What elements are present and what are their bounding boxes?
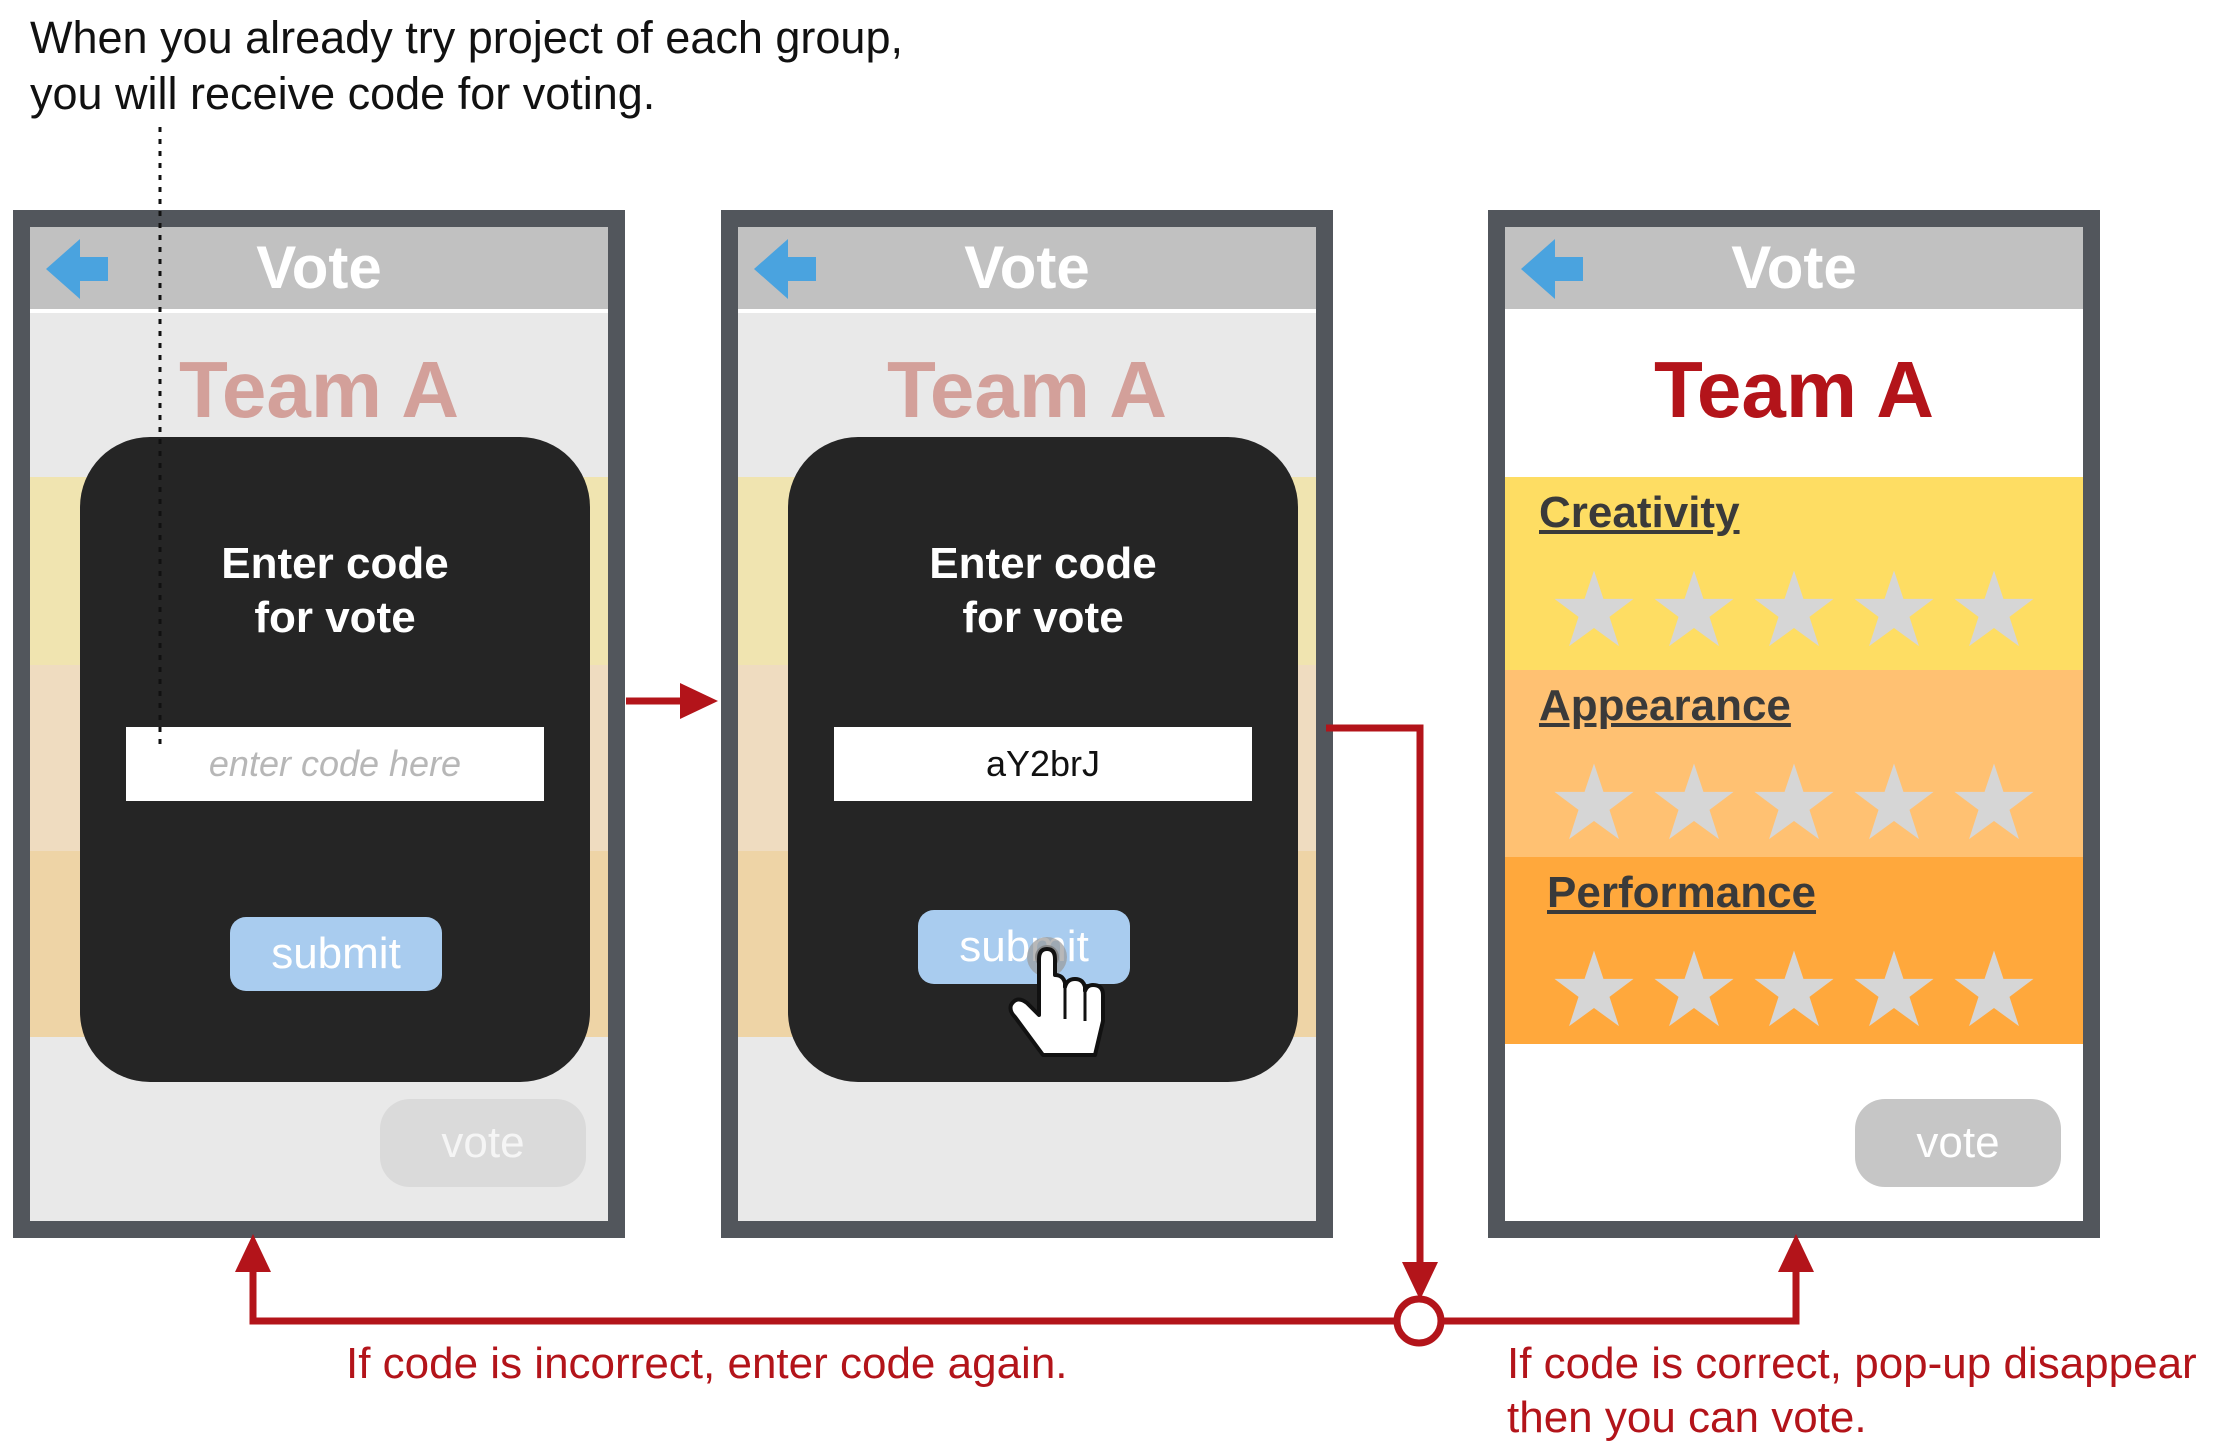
- star-icon[interactable]: [1851, 947, 1937, 1033]
- flow-arrow-correct: [1441, 1234, 1814, 1325]
- star-icon[interactable]: [1751, 760, 1837, 846]
- code-input[interactable]: [834, 727, 1252, 801]
- caption-correct: If code is correct, pop-up disappear the…: [1507, 1337, 2197, 1445]
- header-title: Vote: [964, 234, 1090, 301]
- star-rating-appearance[interactable]: [1551, 760, 2071, 850]
- star-icon[interactable]: [1851, 567, 1937, 653]
- team-title: Team A: [1653, 345, 1935, 434]
- caption-correct-line-1: If code is correct, pop-up disappear: [1507, 1339, 2197, 1388]
- team-title: Team A: [886, 345, 1168, 434]
- star-icon[interactable]: [1651, 947, 1737, 1033]
- star-icon[interactable]: [1551, 947, 1637, 1033]
- submit-button[interactable]: submit: [918, 910, 1130, 984]
- category-label-performance[interactable]: Performance: [1547, 868, 1817, 917]
- header-bar: Vote: [30, 227, 608, 313]
- vote-button: vote: [380, 1099, 586, 1187]
- star-icon[interactable]: [1951, 567, 2037, 653]
- flow-arrow-to-decision: [1326, 724, 1438, 1300]
- category-label-creativity[interactable]: Creativity: [1539, 488, 1740, 537]
- star-rating-performance[interactable]: [1551, 947, 2071, 1037]
- popup-title: Enter code for vote: [788, 537, 1298, 645]
- header-title: Vote: [1731, 234, 1857, 301]
- note-line-1: When you already try project of each gro…: [30, 12, 903, 63]
- team-title: Team A: [178, 345, 460, 434]
- phone-screen-voting: Vote Team A Creativity Appearance Perfor…: [1488, 210, 2100, 1238]
- star-icon[interactable]: [1951, 760, 2037, 846]
- popup-title-line-1: Enter code: [929, 539, 1157, 588]
- header-title: Vote: [256, 234, 382, 301]
- hand-pointer-icon: [1008, 937, 1105, 1057]
- header-bar: Vote: [738, 227, 1316, 313]
- popup-title-line-1: Enter code: [221, 539, 449, 588]
- phone-screen-enter-code: Vote Team A vote Enter code for vote sub…: [13, 210, 625, 1238]
- star-icon[interactable]: [1951, 947, 2037, 1033]
- category-label-appearance[interactable]: Appearance: [1539, 681, 1791, 730]
- star-icon[interactable]: [1851, 760, 1937, 846]
- decision-node: [1393, 1295, 1445, 1347]
- code-popup: Enter code for vote submit: [788, 437, 1298, 1082]
- star-icon[interactable]: [1751, 947, 1837, 1033]
- phone-screen-code-entered: Vote Team A vote Enter code for vote sub…: [721, 210, 1333, 1238]
- flow-arrow-next: [626, 683, 718, 719]
- code-popup: Enter code for vote submit: [80, 437, 590, 1082]
- category-creativity: Creativity: [1505, 477, 2083, 670]
- star-icon[interactable]: [1751, 567, 1837, 653]
- popup-title-line-2: for vote: [254, 593, 416, 642]
- star-rating-creativity[interactable]: [1551, 567, 2071, 657]
- arrow-left-icon[interactable]: [752, 237, 818, 301]
- flow-arrow-incorrect: [235, 1234, 1397, 1325]
- star-icon[interactable]: [1651, 760, 1737, 846]
- vote-button[interactable]: vote: [1855, 1099, 2061, 1187]
- header-bar: Vote: [1505, 227, 2083, 313]
- caption-incorrect: If code is incorrect, enter code again.: [346, 1339, 1068, 1388]
- instruction-note: When you already try project of each gro…: [30, 10, 1130, 122]
- star-icon[interactable]: [1651, 567, 1737, 653]
- arrow-left-icon[interactable]: [44, 237, 110, 301]
- caption-correct-line-2: then you can vote.: [1507, 1393, 1867, 1442]
- star-icon[interactable]: [1551, 760, 1637, 846]
- popup-title-line-2: for vote: [962, 593, 1124, 642]
- submit-button[interactable]: submit: [230, 917, 442, 991]
- category-performance: Performance: [1505, 857, 2083, 1044]
- star-icon[interactable]: [1551, 567, 1637, 653]
- category-appearance: Appearance: [1505, 670, 2083, 857]
- code-input[interactable]: [126, 727, 544, 801]
- note-line-2: you will receive code for voting.: [30, 68, 656, 119]
- popup-title: Enter code for vote: [80, 537, 590, 645]
- arrow-left-icon[interactable]: [1519, 237, 1585, 301]
